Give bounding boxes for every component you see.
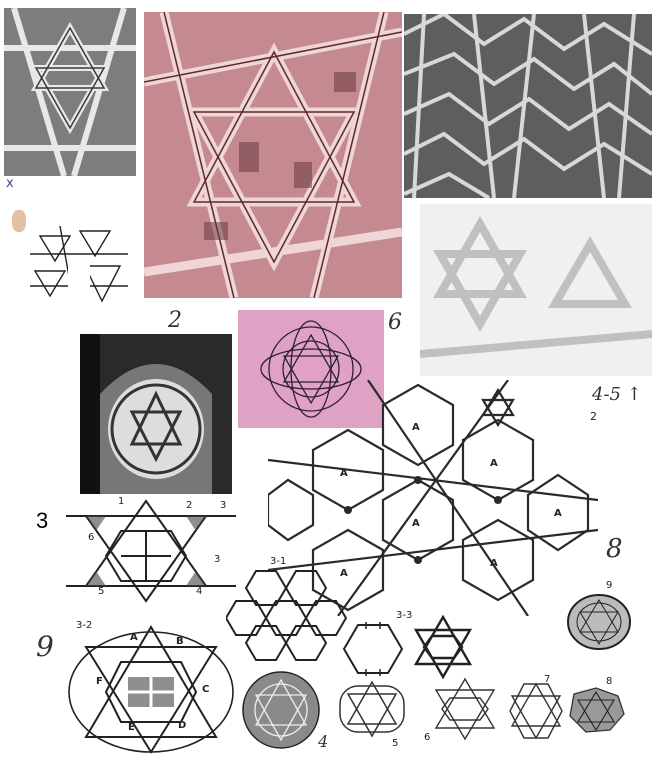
star-3-3 — [410, 614, 476, 680]
pattern-fragment-7 — [506, 680, 566, 742]
hex-letter-B: B — [176, 636, 184, 647]
figure-label-9: 9 — [36, 630, 54, 663]
pink-carved-photo — [144, 12, 402, 298]
cluster-letter-A: A — [412, 518, 420, 529]
figure-label-5: 5 — [392, 738, 398, 749]
figure-label-pattern-2: 2 — [590, 410, 597, 423]
hexagon-3-3-plain — [342, 622, 404, 676]
pattern-fragment-8 — [566, 684, 628, 736]
sketch-num-6: 6 — [88, 532, 94, 543]
corner-mark-x: x — [6, 176, 14, 191]
figure-label-9-small: 9 — [606, 580, 612, 591]
cluster-letter-A: A — [554, 508, 562, 519]
window-grille-photo — [80, 334, 232, 494]
star-in-ellipse-3-2 — [66, 622, 236, 756]
hexagram-construction-sketch — [66, 496, 236, 606]
hex-letter-C: C — [202, 684, 209, 695]
figure-label-3: 3 — [36, 508, 48, 534]
hex-letter-E: E — [128, 722, 135, 733]
pattern-fragment-6 — [424, 676, 506, 742]
pattern-fragment-5 — [334, 678, 410, 740]
carved-star-photo-topleft — [4, 8, 136, 176]
figure-label-2: 2 — [168, 308, 182, 333]
sketch-num-2: 2 — [186, 500, 192, 511]
orange-stain — [12, 210, 26, 232]
cluster-letter-A: A — [340, 468, 348, 479]
figure-label-4-5: 4-5 ↑ — [592, 384, 642, 405]
hexagon-cluster-3-1 — [226, 566, 350, 662]
figure-label-4: 4 — [318, 732, 328, 751]
circular-pattern-4 — [238, 670, 324, 750]
hex-letter-A: A — [130, 632, 138, 643]
hex-letter-D: D — [178, 720, 186, 731]
hex-letter-F: F — [96, 676, 103, 687]
cluster-letter-A: A — [490, 558, 498, 569]
sketch-num-5: 5 — [98, 586, 104, 597]
circular-pattern-9 — [566, 592, 632, 652]
figure-label-8: 8 — [606, 534, 623, 564]
sketch-num-1: 1 — [118, 496, 124, 507]
figure-label-6: 6 — [388, 310, 402, 335]
sketch-num-4: 4 — [196, 586, 202, 597]
sketch-num-3: 3 — [220, 500, 226, 511]
faded-pattern-photo — [420, 204, 652, 376]
cluster-letter-A: A — [490, 458, 498, 469]
sketch-num-3b: 3 — [214, 554, 220, 565]
small-pattern-sketch — [30, 226, 128, 310]
woven-texture-photo — [404, 14, 652, 198]
cluster-letter-A: A — [412, 422, 420, 433]
figure-label-6-small: 6 — [424, 732, 430, 743]
